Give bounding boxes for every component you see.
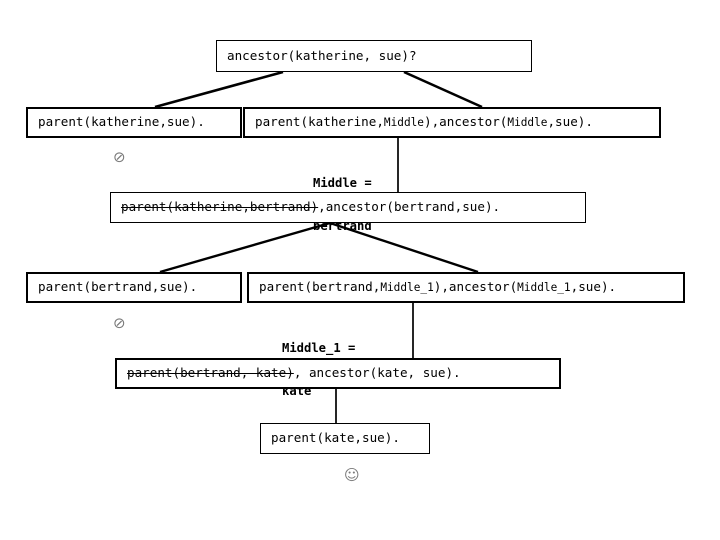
- goal-node-parent-bertrand-middle1-part-2: ),ancestor(: [433, 279, 518, 295]
- success-face-icon: ☺: [344, 466, 360, 484]
- goal-node-parent-katherine-middle[interactable]: parent(katherine,Middle),ancestor(Middle…: [243, 107, 661, 138]
- goal-node-parent-bertrand-middle1-part-1: parent(bertrand,: [259, 279, 381, 295]
- goal-node-parent-katherine-sue-text: parent(katherine,sue).: [38, 114, 205, 130]
- binding-middle-1-var: Middle_1 =: [282, 340, 356, 355]
- goal-node-parent-katherine-middle-var-1: Middle: [383, 115, 424, 129]
- goal-node-parent-bertrand-kate[interactable]: parent(bertrand, kate), ancestor(kate, s…: [115, 358, 561, 389]
- goal-node-parent-kate-sue-text: parent(kate,sue).: [271, 430, 400, 446]
- goal-node-parent-bertrand-middle1-part-3: ,sue).: [570, 279, 617, 295]
- binding-middle-var: Middle =: [313, 175, 372, 190]
- goal-node-parent-katherine-middle-part-3: ,sue).: [547, 114, 593, 130]
- goal-node-parent-katherine-middle-part-2: ),ancestor(: [423, 114, 508, 130]
- goal-node-parent-bertrand-middle1[interactable]: parent(bertrand,Middle_1),ancestor(Middl…: [247, 272, 685, 303]
- goal-node-parent-bertrand-sue-text: parent(bertrand,sue).: [38, 279, 198, 295]
- goal-node-parent-bertrand-middle1-var-1: Middle_1: [380, 280, 434, 294]
- goal-node-parent-bertrand-kate-rest: , ancestor(kate, sue).: [293, 365, 461, 381]
- goal-node-parent-bertrand-sue[interactable]: parent(bertrand,sue).: [26, 272, 242, 303]
- goal-node-parent-katherine-bertrand-rest: ,ancestor(bertrand,sue).: [318, 199, 501, 215]
- goal-node-parent-bertrand-middle1-var-2: Middle_1: [517, 280, 571, 294]
- goal-node-parent-bertrand-kate-resolved: parent(bertrand, kate): [127, 365, 294, 381]
- goal-node-parent-kate-sue[interactable]: parent(kate,sue).: [260, 423, 430, 454]
- query-node-root-text: ancestor(katherine, sue)?: [227, 47, 417, 63]
- goal-node-parent-katherine-middle-part-1: parent(katherine,: [255, 114, 384, 130]
- fail-face-icon-2: ⊘: [113, 314, 126, 332]
- goal-node-parent-katherine-bertrand-resolved: parent(katherine,bertrand): [121, 199, 319, 215]
- edge-root-to-left: [154, 70, 284, 109]
- edge-root-to-right: [403, 70, 483, 109]
- goal-node-parent-katherine-middle-var-2: Middle: [507, 115, 548, 129]
- edge-l3-to-l4-left: [159, 221, 331, 274]
- query-node-root[interactable]: ancestor(katherine, sue)?: [216, 40, 532, 72]
- goal-node-parent-katherine-bertrand[interactable]: parent(katherine,bertrand),ancestor(bert…: [110, 192, 586, 223]
- goal-node-parent-katherine-sue[interactable]: parent(katherine,sue).: [26, 107, 242, 138]
- fail-face-icon-1: ⊘: [113, 148, 126, 166]
